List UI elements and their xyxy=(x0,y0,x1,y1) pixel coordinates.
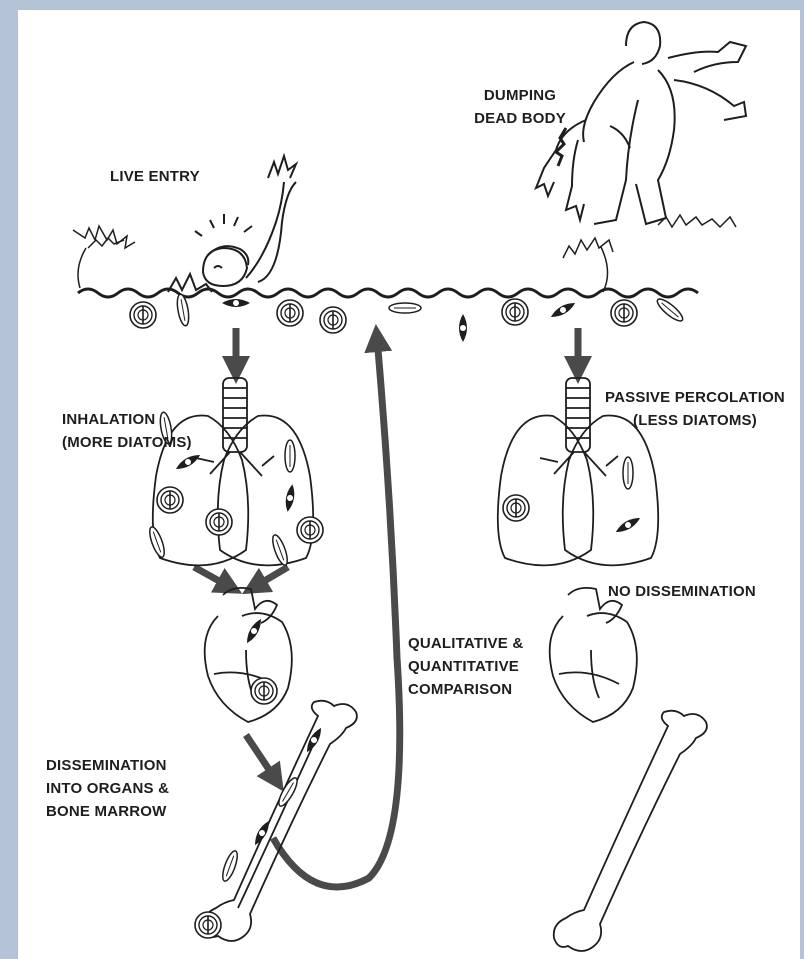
diatom-elongated-right-lungs xyxy=(622,456,634,490)
diatom-spindle-right-lungs xyxy=(615,518,641,532)
diatom-round-water xyxy=(129,301,157,329)
diatom-round-left-heart xyxy=(250,677,278,705)
dumping-figures xyxy=(534,20,748,226)
diatom-elongated-left-lungs xyxy=(149,526,165,558)
diatom-spindle-left-lungs xyxy=(285,484,295,512)
diatom-spindle-water xyxy=(222,299,250,307)
diatom-elongated-water xyxy=(656,298,684,322)
drowning-person xyxy=(194,152,299,288)
diatom-round-water xyxy=(276,299,304,327)
diatom-spindle-left-heart xyxy=(247,618,261,644)
lung-to-heart-arrow-left xyxy=(192,563,243,594)
lungs-left xyxy=(151,377,315,567)
femur-right xyxy=(552,709,708,952)
diatom-spindle-water xyxy=(550,303,576,317)
heart-left xyxy=(203,586,293,723)
lung-to-heart-arrow-right xyxy=(241,563,290,595)
diatom-round-water xyxy=(610,299,638,327)
label-live-entry: LIVE ENTRY xyxy=(110,168,200,185)
diatom-spindle-water xyxy=(459,314,467,342)
label-passive-percolation: PASSIVE PERCOLATION(LESS DIATOMS) xyxy=(605,389,785,429)
diatom-elongated-left-lungs xyxy=(284,439,296,473)
diatom-round-left-lungs xyxy=(205,508,233,536)
lungs-right xyxy=(496,377,660,567)
diatom-round-right-lungs xyxy=(502,494,530,522)
drowning-diatom-diagram xyxy=(72,20,748,952)
water-surface xyxy=(77,287,699,299)
diatom-spindle-left-bone xyxy=(307,727,321,753)
label-no-dissemination: NO DISSEMINATION xyxy=(608,583,756,600)
water-surface-wave xyxy=(167,271,213,293)
diatom-elongated-left-lungs xyxy=(159,411,173,445)
left-bank-grass xyxy=(72,224,136,289)
diatom-spindle-left-bone xyxy=(255,820,269,846)
diatom-elongated-left-bone xyxy=(278,777,298,807)
diatom-round-water xyxy=(501,298,529,326)
heart-right xyxy=(548,586,638,723)
heart-to-bone-arrow xyxy=(243,733,284,792)
diatom-elongated-water xyxy=(388,302,422,314)
right-bank-grass xyxy=(562,213,737,293)
diatom-layer xyxy=(129,293,684,939)
diatom-round-left-bone xyxy=(194,911,222,939)
diatom-elongated-left-lungs xyxy=(272,534,288,566)
femur-left xyxy=(202,699,358,942)
diatom-spindle-left-lungs xyxy=(175,455,201,469)
diatom-round-left-lungs xyxy=(296,516,324,544)
diatom-elongated-water xyxy=(176,293,190,327)
diatom-round-left-lungs xyxy=(156,486,184,514)
label-inhalation: INHALATION(MORE DIATOMS) xyxy=(62,411,192,451)
diatom-elongated-left-bone xyxy=(222,850,238,882)
comparison-arrow xyxy=(269,324,404,891)
diatom-round-water xyxy=(319,306,347,334)
